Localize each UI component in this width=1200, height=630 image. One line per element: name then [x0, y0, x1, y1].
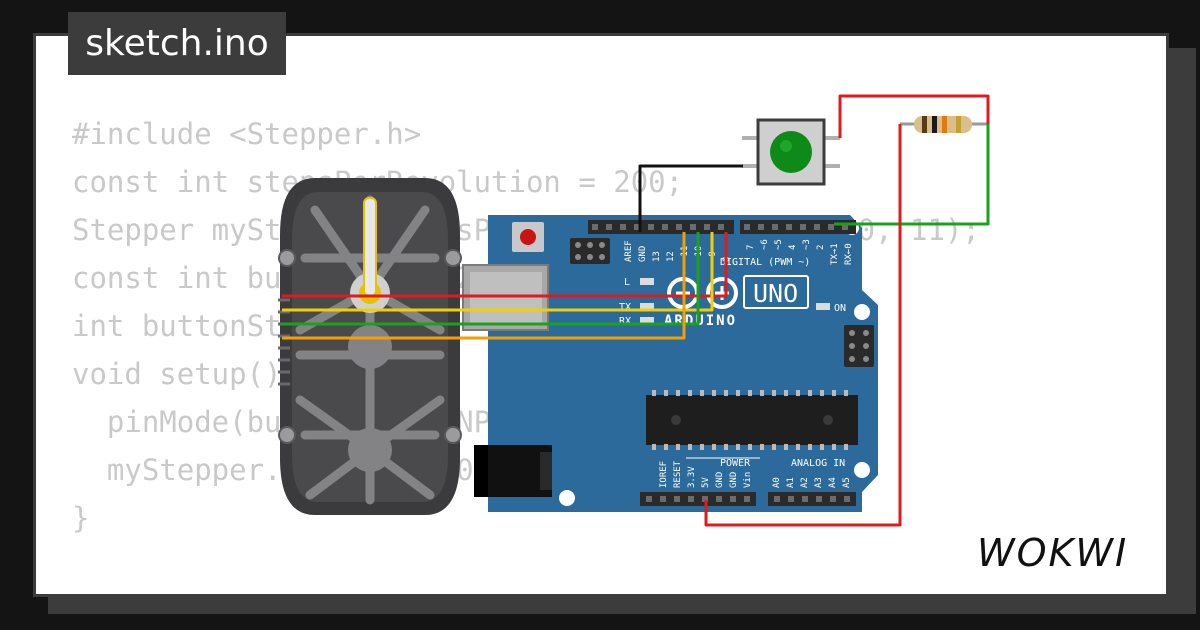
led-l-label: L [624, 277, 630, 288]
pin-label: ~3 [802, 239, 812, 250]
pin-label: A0 [772, 477, 782, 488]
pin-label: 4 [788, 245, 798, 250]
pin-label: 5V [701, 477, 711, 488]
pin-label: Vin [743, 472, 753, 488]
digital-header-label: DIGITAL (PWM ~) [720, 257, 810, 268]
wokwi-logo-text: WOKWI [977, 531, 1128, 575]
pin-label: RX←0 [844, 243, 854, 265]
power-header-label: POWER [720, 458, 751, 469]
pin-label: AREF [624, 240, 634, 262]
code-line: #include <Stepper.h> [72, 117, 422, 151]
wire-yellow [282, 232, 714, 312]
led-tx-label: TX [619, 302, 631, 313]
pin-label: ~5 [774, 239, 784, 250]
pin-label: 12 [666, 251, 676, 262]
pin-label: GND [729, 472, 739, 488]
pin-label: GND [715, 472, 725, 488]
wire-red-5v [704, 124, 902, 527]
wires [282, 94, 990, 527]
led-rx-label: RX [619, 316, 631, 327]
pin-label: TX→1 [830, 243, 840, 265]
board-maker: ARDUINO [664, 313, 737, 329]
pin-label: ~6 [760, 239, 770, 250]
pin-label: 13 [652, 251, 662, 262]
code-line: } [72, 501, 90, 535]
board-model: UNO [753, 279, 798, 308]
wire-red-button [838, 94, 990, 138]
wire-black [638, 164, 743, 232]
wire-green-pin2 [834, 124, 990, 226]
wokwi-logo-icon: WOKWI [977, 531, 1128, 575]
on-label: ON [834, 303, 846, 314]
pin-label: A5 [842, 477, 852, 488]
pin-label: 7 [746, 245, 756, 250]
wokwi-logo: WOKWI [975, 528, 1150, 580]
wire-red [282, 232, 728, 298]
pin-label: GND [638, 246, 648, 262]
pin-label: IOREF [659, 461, 669, 488]
pin-label: A4 [828, 477, 838, 488]
arduino-uno-board[interactable]: AREF GND 13 12 ~11 ~10 ~9 8 7 ~6 ~5 4 ~3… [462, 215, 878, 512]
push-button[interactable] [742, 118, 840, 186]
wire-green [282, 232, 700, 326]
pin-label: A2 [800, 477, 810, 488]
wire-orange [282, 232, 686, 340]
pin-label: A3 [814, 477, 824, 488]
stepper-motor[interactable] [278, 178, 462, 515]
pin-label: A1 [786, 477, 796, 488]
sketch-file-name[interactable]: sketch.ino [68, 12, 286, 75]
pin-label: 3.3V [687, 466, 697, 488]
pin-label: RESET [673, 460, 683, 488]
analog-header-label: ANALOG IN [791, 458, 845, 469]
pin-label: 2 [816, 245, 826, 250]
resistor[interactable] [900, 116, 988, 133]
